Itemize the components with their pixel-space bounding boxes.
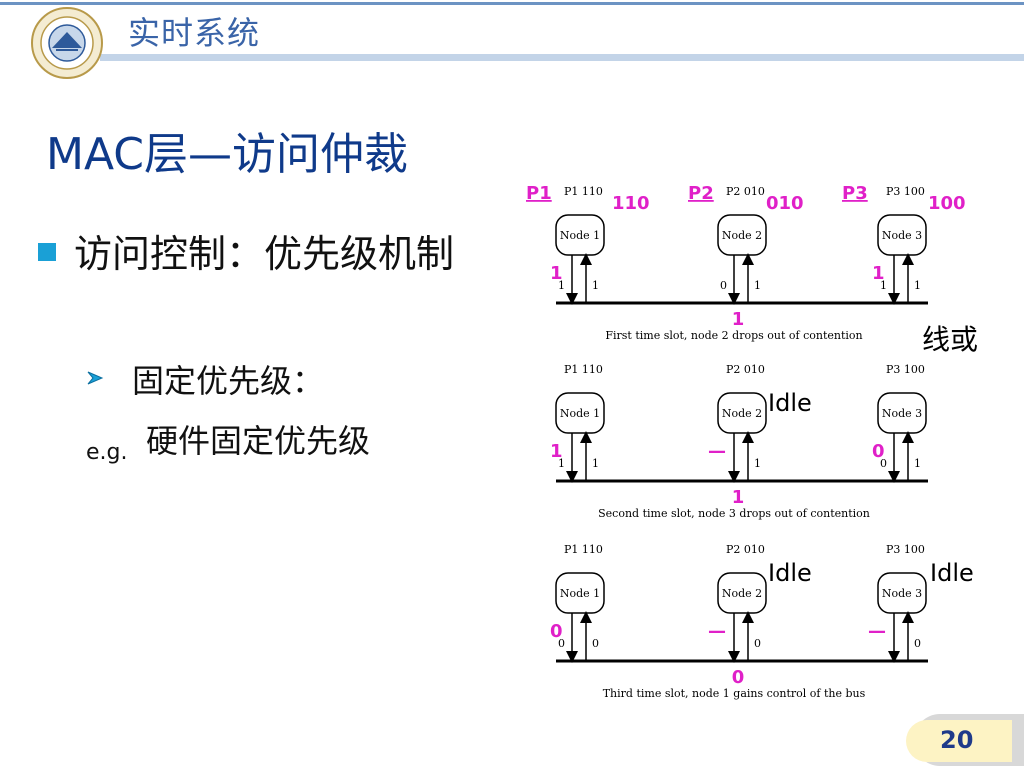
example-label: e.g. — [86, 440, 128, 465]
priority-id-label: P3 — [842, 183, 868, 204]
square-bullet-icon — [38, 243, 56, 261]
heard-bit: 0 — [754, 637, 761, 650]
priority-bits-label: 110 — [612, 193, 650, 214]
example-text: 硬件固定优先级 — [146, 422, 371, 460]
heard-bit: 1 — [754, 279, 761, 292]
idle-label: Idle — [768, 389, 812, 417]
node-priority-label: P1 110 — [564, 543, 603, 556]
sent-bit: 0 — [720, 279, 727, 292]
node-priority-label: P1 110 — [564, 185, 603, 198]
heard-bit: 1 — [914, 457, 921, 470]
node-label: Node 1 — [560, 229, 600, 242]
heard-bit: 1 — [914, 279, 921, 292]
node-label: Node 2 — [722, 407, 762, 420]
page-number-badge — [906, 720, 1012, 762]
signal-mark: — — [708, 621, 726, 642]
heard-bit: 1 — [754, 457, 761, 470]
heard-bit: 1 — [592, 457, 599, 470]
idle-label: Idle — [930, 559, 974, 587]
signal-mark: 0 — [550, 621, 563, 642]
slot-caption: Third time slot, node 1 gains control of… — [603, 687, 866, 700]
heard-bit: 0 — [592, 637, 599, 650]
node-label: Node 3 — [882, 229, 922, 242]
priority-bits-label: 010 — [766, 193, 804, 214]
node-priority-label: P2 010 — [726, 543, 765, 556]
slot-caption: First time slot, node 2 drops out of con… — [605, 329, 862, 342]
heard-bit: 1 — [592, 279, 599, 292]
bus-value: 1 — [732, 309, 745, 330]
heard-bit: 0 — [914, 637, 921, 650]
university-logo — [31, 7, 103, 79]
header-top-line — [0, 2, 1024, 5]
sent-bit: 1 — [880, 279, 887, 292]
node-priority-label: P3 100 — [886, 363, 925, 376]
node-label: Node 2 — [722, 587, 762, 600]
node-label: Node 2 — [722, 229, 762, 242]
node-priority-label: P3 100 — [886, 185, 925, 198]
bus-value: 0 — [732, 667, 745, 688]
sent-bit: 1 — [558, 279, 565, 292]
sub-bullet-text: 固定优先级： — [132, 362, 325, 400]
header-title: 实时系统 — [128, 14, 261, 52]
priority-id-label: P1 — [526, 183, 552, 204]
node-priority-label: P3 100 — [886, 543, 925, 556]
priority-bits-label: 100 — [928, 193, 966, 214]
node-priority-label: P2 010 — [726, 185, 765, 198]
sent-bit: 1 — [558, 457, 565, 470]
signal-mark: 1 — [550, 263, 563, 284]
node-label: Node 3 — [882, 407, 922, 420]
slot-caption: Second time slot, node 3 drops out of co… — [598, 507, 870, 520]
sent-bit: 0 — [558, 637, 565, 650]
node-label: Node 3 — [882, 587, 922, 600]
signal-mark: 1 — [550, 441, 563, 462]
node-priority-label: P2 010 — [726, 363, 765, 376]
node-priority-label: P1 110 — [564, 363, 603, 376]
signal-mark: — — [708, 441, 726, 462]
signal-mark: — — [868, 621, 886, 642]
bus-value: 1 — [732, 487, 745, 508]
slide-title: MAC层—访问仲裁 — [46, 129, 409, 180]
idle-label: Idle — [768, 559, 812, 587]
header-bar — [100, 54, 1024, 61]
sent-bit: 0 — [880, 457, 887, 470]
node-label: Node 1 — [560, 587, 600, 600]
signal-mark: 0 — [872, 441, 885, 462]
node-label: Node 1 — [560, 407, 600, 420]
page-number: 20 — [940, 726, 974, 754]
priority-id-label: P2 — [688, 183, 714, 204]
signal-mark: 1 — [872, 263, 885, 284]
arrow-bullet-icon — [87, 371, 104, 385]
wired-or-label: 线或 — [922, 323, 978, 356]
bullet-text: 访问控制：优先级机制 — [74, 232, 455, 276]
